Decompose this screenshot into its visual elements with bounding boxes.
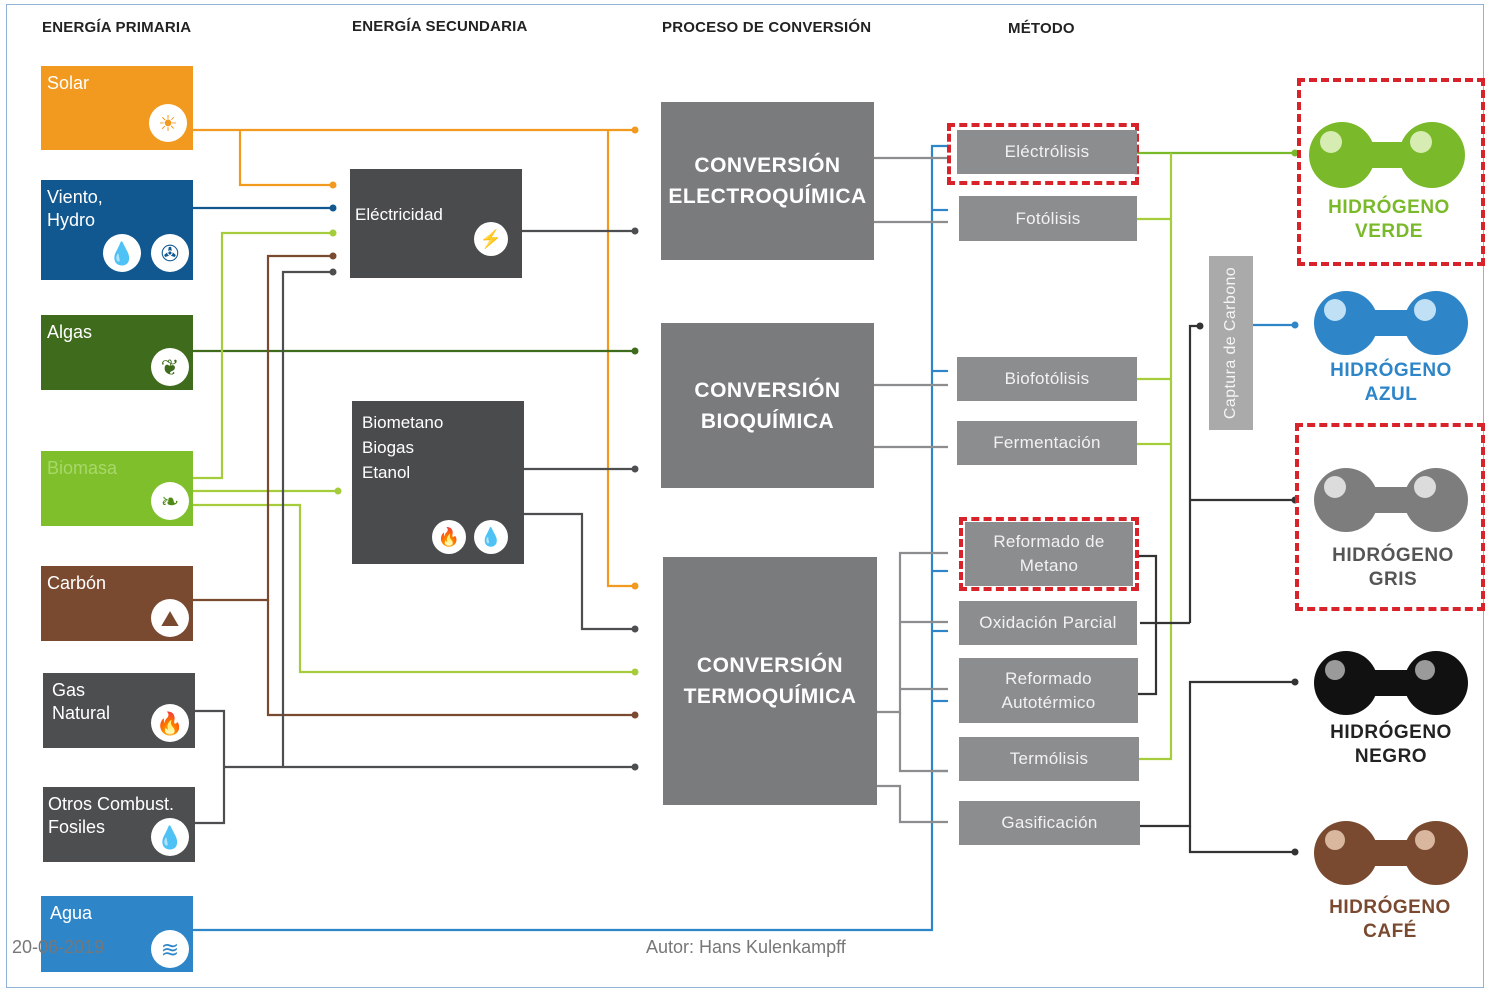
method-electrolysis: Eléctrólisis <box>957 130 1137 174</box>
method-partial-oxidation-label: Oxidación Parcial <box>979 613 1117 632</box>
conversion-biochemical-line-1: CONVERSIÓN <box>694 378 841 402</box>
method-methane-reforming: Reformado de Metano <box>965 522 1133 586</box>
secondary-biofuels: Biometano Biogas Etanol 🔥 💧 <box>352 401 524 564</box>
source-natural-gas-label-2: Natural <box>52 703 111 723</box>
flame-icon: 🔥 <box>151 704 189 742</box>
conversion-thermochemical-line-2: TERMOQUÍMICA <box>683 685 857 708</box>
blue-hydrogen-line-2: AZUL <box>1364 384 1418 405</box>
waves-icon: ≋ <box>151 930 189 968</box>
black-hydrogen-label: HIDRÓGENO NEGRO <box>1306 721 1476 769</box>
black-hydrogen-molecule-icon <box>1314 651 1468 715</box>
brown-hydrogen-label: HIDRÓGENO CAFÉ <box>1305 896 1475 944</box>
conversion-electrochemical-line-1: CONVERSIÓN <box>694 154 841 177</box>
power-tower-icon: ⚡ <box>474 222 508 256</box>
highlight-green-hydrogen <box>1297 78 1485 266</box>
conversion-biochemical: CONVERSIÓN BIOQUÍMICA <box>661 323 874 488</box>
black-hydrogen-line-1: HIDRÓGENO <box>1330 722 1452 743</box>
secondary-electricity: Eléctricidad ⚡ <box>350 169 522 278</box>
source-algae-label: Algas <box>47 322 93 342</box>
water-drop-icon: 💧 <box>103 234 141 272</box>
drop-icon: 💧 <box>474 520 508 554</box>
source-wind-hydro: Viento, Hydro 💧 ✇ <box>41 180 193 280</box>
method-methane-reforming-line-2: Metano <box>1019 556 1079 575</box>
black-hydrogen-line-2: NEGRO <box>1354 746 1428 767</box>
source-solar: Solar ☀ <box>41 66 193 150</box>
source-other-fossil-label-1: Otros Combust. <box>48 794 175 814</box>
green-hydrogen-label: HIDRÓGENO VERDE <box>1304 196 1474 244</box>
secondary-ethanol: Etanol <box>362 463 411 482</box>
method-autothermal-reforming: Reformado Autotérmico <box>959 658 1138 723</box>
method-autothermal-reforming-line-2: Autotérmico <box>1001 692 1096 712</box>
header-primary-energy: ENERGÍA PRIMARIA <box>42 19 192 36</box>
header-method: MÉTODO <box>1008 20 1075 37</box>
method-biophotolysis: Biofotólisis <box>957 357 1137 401</box>
brown-hydrogen-line-1: HIDRÓGENO <box>1329 897 1451 918</box>
blue-hydrogen-label: HIDRÓGENO AZUL <box>1306 359 1476 407</box>
secondary-biogas: Biogas <box>362 438 414 457</box>
header-secondary-energy: ENERGÍA SECUNDARIA <box>352 18 528 35</box>
source-natural-gas-label-1: Gas <box>52 680 86 700</box>
source-other-fossil-label-2: Fosiles <box>48 817 106 837</box>
method-fermentation: Fermentación <box>957 421 1137 465</box>
seaweed-icon: ❦ <box>151 348 189 386</box>
conversion-thermochemical-line-1: CONVERSIÓN <box>696 654 844 677</box>
wind-turbine-icon: ✇ <box>151 234 189 272</box>
method-autothermal-reforming-line-1: Reformado <box>1005 668 1092 688</box>
highlight-electrolysis <box>947 123 1139 185</box>
method-partial-oxidation: Oxidación Parcial <box>959 601 1137 645</box>
method-thermolysis: Termólisis <box>959 737 1139 781</box>
sprout-icon: ❧ <box>151 482 189 520</box>
source-coal: Carbón ⛰ <box>41 566 193 641</box>
grey-hydrogen-molecule-icon <box>1314 468 1468 532</box>
method-biophotolysis-label: Biofotólisis <box>1004 369 1090 388</box>
source-biomass: Biomasa ❧ <box>41 451 193 526</box>
method-gasification: Gasificación <box>959 801 1140 845</box>
blue-hydrogen-molecule-icon <box>1314 291 1468 355</box>
method-fermentation-label: Fermentación <box>993 433 1101 452</box>
carbon-capture-box: Captura de Carbono <box>1209 256 1253 430</box>
source-biomass-label: Biomasa <box>47 458 118 478</box>
grey-hydrogen-line-1: HIDRÓGENO <box>1332 545 1454 566</box>
source-coal-label: Carbón <box>47 573 107 593</box>
source-wind-hydro-label-1: Viento, <box>47 187 103 207</box>
coal-mound-icon: ⛰ <box>151 599 189 637</box>
green-hydrogen-molecule-icon <box>1309 122 1465 188</box>
header-conversion-process: PROCESO DE CONVERSIÓN <box>662 19 872 36</box>
conversion-electrochemical-line-2: ELECTROQUÍMICA <box>668 185 867 208</box>
conversion-electrochemical: CONVERSIÓN ELECTROQUÍMICA <box>661 102 874 260</box>
method-photolysis-label: Fotólisis <box>1015 208 1081 228</box>
source-other-fossil: Otros Combust. Fosiles 💧 <box>43 787 195 862</box>
brown-hydrogen-line-2: CAFÉ <box>1363 921 1417 942</box>
grey-hydrogen-label: HIDRÓGENO GRIS <box>1308 544 1478 592</box>
method-electrolysis-label: Eléctrólisis <box>1004 142 1090 161</box>
footer-date: 20-06-2019 <box>12 937 105 957</box>
secondary-electricity-label: Eléctricidad <box>355 205 443 224</box>
source-natural-gas: Gas Natural 🔥 <box>43 673 195 748</box>
source-wind-hydro-label-2: Hydro <box>47 210 96 230</box>
source-solar-label: Solar <box>47 73 90 93</box>
sun-icon: ☀ <box>149 104 187 142</box>
method-gasification-label: Gasificación <box>1001 813 1098 832</box>
source-water-label: Agua <box>50 903 93 923</box>
green-hydrogen-line-2: VERDE <box>1355 221 1423 242</box>
green-hydrogen-line-1: HIDRÓGENO <box>1328 197 1450 218</box>
grey-hydrogen-line-2: GRIS <box>1368 569 1418 590</box>
source-water: Agua ≋ <box>41 896 193 972</box>
source-algae: Algas ❦ <box>41 315 193 390</box>
secondary-biomethane: Biometano <box>362 413 444 432</box>
highlight-grey-hydrogen <box>1295 423 1485 611</box>
method-methane-reforming-line-1: Reformado de <box>993 532 1105 551</box>
blue-hydrogen-line-1: HIDRÓGENO <box>1330 360 1452 381</box>
brown-hydrogen-molecule-icon <box>1314 821 1468 885</box>
method-photolysis: Fotólisis <box>959 196 1137 241</box>
carbon-capture-label: Captura de Carbono <box>1222 266 1239 420</box>
oil-drop-icon: 💧 <box>151 818 189 856</box>
conversion-biochemical-line-2: BIOQUÍMICA <box>700 409 835 433</box>
method-thermolysis-label: Termólisis <box>1009 749 1089 768</box>
footer-author: Autor: Hans Kulenkampff <box>646 937 846 957</box>
flame-icon: 🔥 <box>432 520 466 554</box>
highlight-methane-reforming <box>959 517 1139 591</box>
conversion-thermochemical: CONVERSIÓN TERMOQUÍMICA <box>663 557 877 805</box>
